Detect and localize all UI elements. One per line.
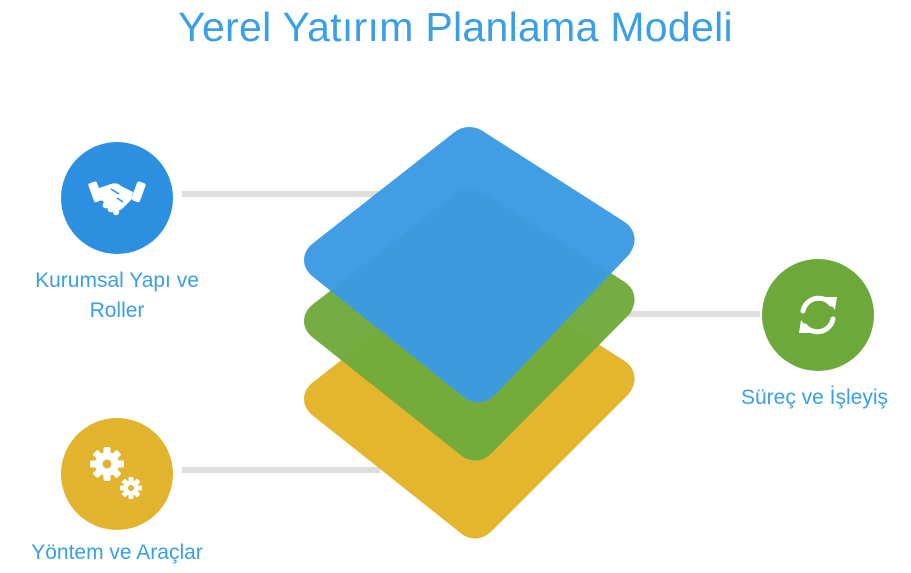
- methods-label: Yöntem ve Araçlar: [31, 541, 203, 564]
- connector-institutional: [182, 191, 380, 197]
- connector-methods: [182, 467, 380, 473]
- refresh-icon: [799, 295, 837, 335]
- institutional-label-line1: Kurumsal Yapı ve: [35, 269, 199, 292]
- handshake-icon: [88, 181, 146, 216]
- layer-blue: [304, 127, 635, 403]
- process-label: Süreç ve İşleyiş: [740, 386, 889, 409]
- process-node: [762, 259, 874, 371]
- gears-icon: [90, 447, 142, 499]
- connector-process: [628, 311, 760, 317]
- institutional-label-line2: Roller: [89, 299, 145, 322]
- methods-node: [61, 418, 173, 530]
- institutional-label: Kurumsal Yapı ve Roller: [0, 266, 234, 326]
- institutional-node: [61, 142, 173, 254]
- diagram-title: Yerel Yatırım Planlama Modeli: [178, 4, 733, 50]
